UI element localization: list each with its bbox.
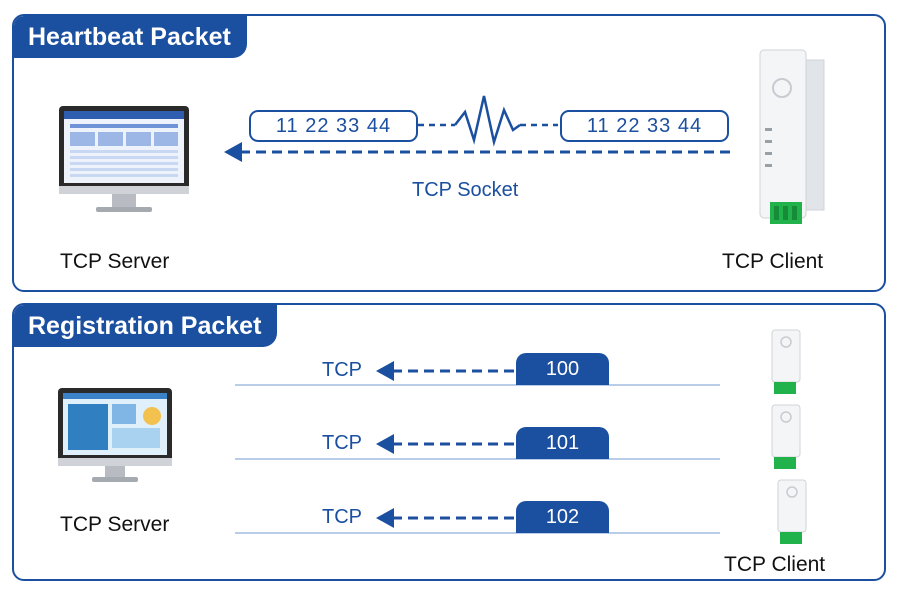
heartbeat-packet-left: 11 22 33 44 (249, 110, 418, 142)
registration-id-badge-3: 102 (516, 501, 609, 533)
registration-id-badge-2: 101 (516, 427, 609, 459)
heartbeat-packet-right: 11 22 33 44 (560, 110, 729, 142)
client-device-3-icon (777, 479, 807, 544)
registration-id-badge-1: 100 (516, 353, 609, 385)
heartbeat-client-label: TCP Client (722, 250, 824, 273)
registration-client-label: TCP Client (724, 553, 826, 576)
client-device-icon (759, 49, 825, 224)
heartbeat-server-label: TCP Server (60, 250, 170, 273)
registration-rows-graphics (235, 361, 720, 534)
signal-zigzag-icon (418, 95, 558, 147)
tcp-socket-label: TCP Socket (412, 179, 519, 201)
server-monitor-icon (59, 106, 189, 212)
client-device-1-icon (771, 329, 801, 394)
registration-server-label: TCP Server (60, 513, 170, 536)
registration-server-monitor-icon (58, 388, 172, 482)
heartbeat-title: Heartbeat Packet (14, 16, 247, 58)
registration-tcp-label-3: TCP (322, 506, 362, 528)
client-device-2-icon (771, 404, 801, 469)
registration-tcp-label-1: TCP (322, 359, 362, 381)
registration-tcp-label-2: TCP (322, 432, 362, 454)
registration-title: Registration Packet (14, 305, 278, 347)
heartbeat-arrow (224, 142, 735, 162)
